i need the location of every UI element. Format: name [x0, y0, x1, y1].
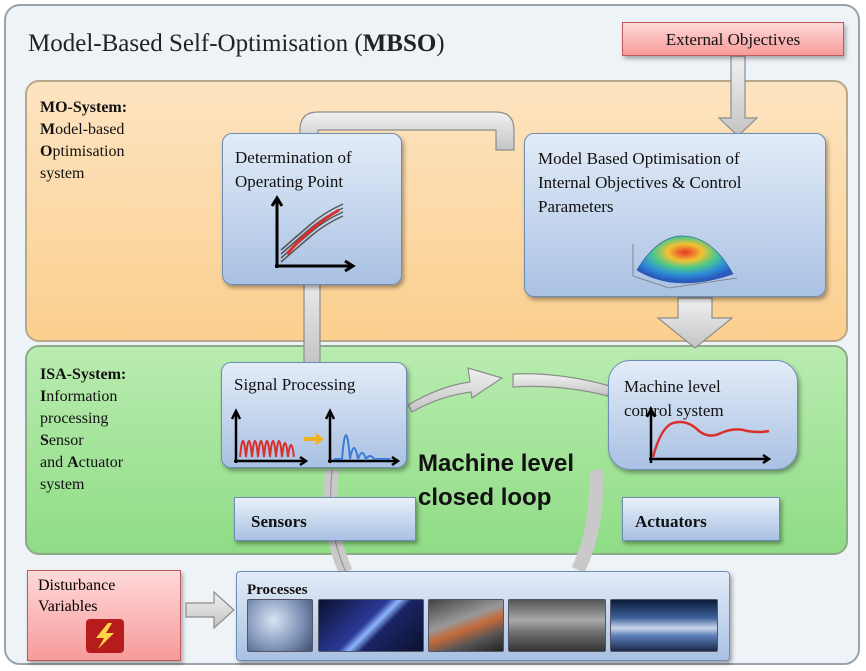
optimisation-box: Model Based Optimisation of Internal Obj…: [524, 133, 826, 297]
optimisation-to-control-arrow: [656, 297, 734, 349]
diagram-title: Model-Based Self-Optimisation (MBSO): [28, 30, 445, 58]
mo-line1-rest: odel-based: [55, 121, 125, 138]
closed-loop-line2: closed loop: [418, 484, 552, 511]
optimisation-line3: Parameters: [538, 197, 614, 216]
title-bold: MBSO: [362, 30, 437, 57]
operating-point-box: Determination of Operating Point: [222, 133, 402, 285]
disturbance-arrow: [185, 590, 235, 630]
sensors-box: Sensors: [234, 497, 416, 541]
process-image-2: [318, 599, 424, 652]
closed-loop-line1: Machine level: [418, 450, 575, 477]
loop-ring-right: [571, 469, 604, 574]
isa-line3-rest: ensor: [48, 432, 84, 449]
processes-label: Processes: [247, 582, 308, 598]
mo-line1-initial: M: [40, 121, 56, 138]
operating-point-text: Determination of Operating Point: [235, 146, 352, 194]
machine-control-box: Machine level control system: [608, 360, 798, 470]
mo-line2-initial: O: [40, 143, 53, 160]
operating-point-line1: Determination of: [235, 148, 352, 167]
isa-line4-initial: A: [67, 454, 79, 471]
optimisation-line1: Model Based Optimisation of: [538, 149, 740, 168]
title-suffix: ): [436, 30, 445, 57]
operating-point-graph-icon: [270, 195, 356, 273]
mo-system-head: MO-System:: [40, 99, 128, 116]
isa-line4-prefix: and: [40, 454, 68, 471]
mo-line2-rest: ptimisation: [52, 143, 125, 160]
mo-line3: system: [40, 165, 85, 182]
actuators-label: Actuators: [635, 512, 707, 531]
isa-line1-initial: I: [40, 388, 47, 405]
optimisation-text: Model Based Optimisation of Internal Obj…: [538, 147, 741, 219]
process-image-3: [428, 599, 504, 652]
feedback-path-top: [299, 111, 515, 151]
signal-processing-icon: [230, 408, 400, 467]
isa-line2: processing: [40, 410, 109, 427]
signal-to-control-arrow: [407, 367, 504, 413]
process-image-5: [610, 599, 718, 652]
title-prefix: Model-Based Self-Optimisation (: [28, 30, 363, 57]
disturbance-line1: Disturbance: [38, 577, 116, 594]
mo-system-label: MO-System: Model-based Optimisation syst…: [40, 97, 127, 185]
disturbance-box: Disturbance Variables: [27, 570, 181, 661]
process-image-1: [247, 599, 313, 652]
optimisation-line2: Internal Objectives & Control: [538, 173, 742, 192]
optimisation-surface-icon: [632, 235, 738, 289]
control-input-arrow: [512, 373, 611, 397]
isa-line3-initial: S: [40, 432, 49, 449]
machine-control-line1: Machine level: [624, 377, 721, 396]
isa-line5: system: [40, 476, 85, 493]
process-image-4: [508, 599, 606, 652]
isa-line4-rest: ctuator: [78, 454, 124, 471]
sensors-label: Sensors: [251, 512, 307, 531]
external-objectives-arrow: [717, 55, 759, 137]
isa-system-label: ISA-System: Information processing Senso…: [40, 364, 126, 496]
external-objectives-label: External Objectives: [665, 29, 801, 49]
external-objectives-box: External Objectives: [622, 22, 844, 56]
lightning-icon: [86, 619, 124, 653]
actuators-box: Actuators: [622, 497, 780, 541]
signal-processing-box: Signal Processing: [221, 362, 407, 468]
operating-point-line2: Operating Point: [235, 172, 344, 191]
isa-line1-rest: nformation: [46, 388, 118, 405]
closed-loop-label: Machine level closed loop: [418, 447, 574, 515]
signal-processing-label: Signal Processing: [234, 375, 356, 394]
step-response-icon: [645, 406, 772, 465]
disturbance-line2: Variables: [38, 598, 98, 615]
isa-system-head: ISA-System:: [40, 366, 127, 383]
